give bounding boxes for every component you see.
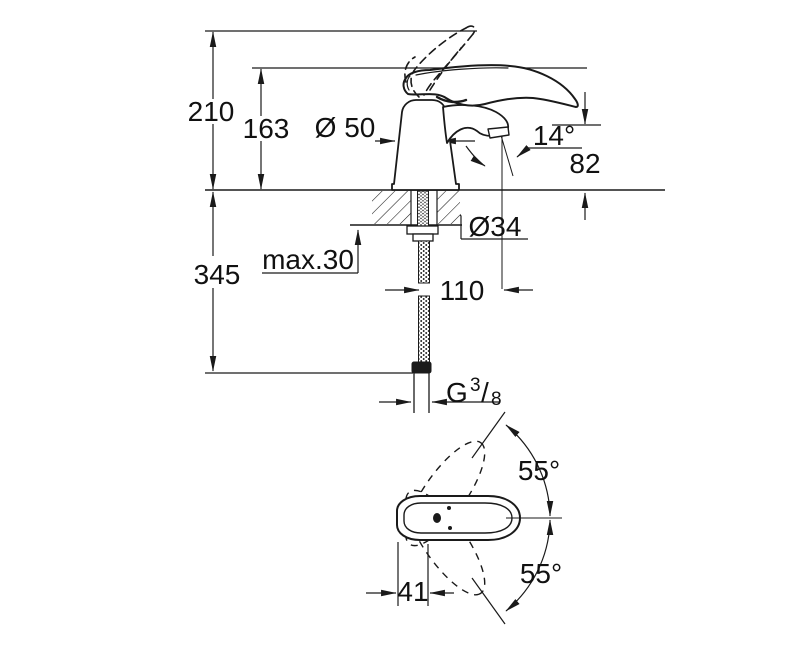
stream-angle-line	[499, 131, 514, 177]
aerator	[487, 126, 510, 139]
dim-label-spout-projection: 110	[440, 275, 485, 306]
thread-letter: G	[446, 377, 468, 408]
supply-hose-assembly	[406, 190, 439, 413]
lever-handle	[402, 64, 579, 108]
dim-label-lever-height: 163	[243, 113, 290, 144]
handle-mark	[433, 513, 441, 523]
lever-body-seam	[435, 95, 468, 104]
swivel-radial-up	[471, 411, 506, 459]
thread-numerator: 3	[470, 375, 481, 396]
dim-label-spout-angle: 14°	[533, 120, 575, 151]
thread-slash: /	[481, 377, 489, 408]
dim-label-deck-thickness: max.30	[262, 244, 354, 275]
lever-raised-dashed	[404, 25, 476, 98]
flex-hose-lower	[418, 295, 430, 363]
flex-hose-upper	[418, 240, 430, 284]
dimension-annotations	[205, 30, 601, 406]
dim-label-hole-diameter: Ø34	[469, 211, 522, 242]
angle-arc-14	[465, 145, 486, 167]
deck-cross-section	[205, 189, 665, 226]
dim-label-outlet-height: 82	[569, 148, 600, 179]
thread-denominator: 8	[491, 389, 502, 410]
mounting-nut	[406, 225, 439, 235]
dim-label-thread-size: G 3 / 8	[446, 375, 502, 410]
dim-label-overall-height: 210	[188, 96, 235, 127]
faucet-top-view	[366, 411, 562, 625]
dim-label-hose-length: 345	[194, 259, 241, 290]
dim-label-swivel-up: 55°	[518, 455, 560, 486]
swivel-radial-down	[471, 577, 506, 625]
mounting-washer	[412, 233, 434, 242]
dim-label-base-diameter: Ø 50	[315, 112, 376, 143]
dim-label-handle-offset: 41	[397, 576, 428, 607]
faucet-side-view	[391, 25, 579, 191]
handle-outline-inner	[403, 502, 513, 534]
hose-end-fitting	[411, 361, 432, 374]
handle-outline-outer	[396, 495, 522, 541]
dim-label-swivel-down: 55°	[520, 558, 562, 589]
